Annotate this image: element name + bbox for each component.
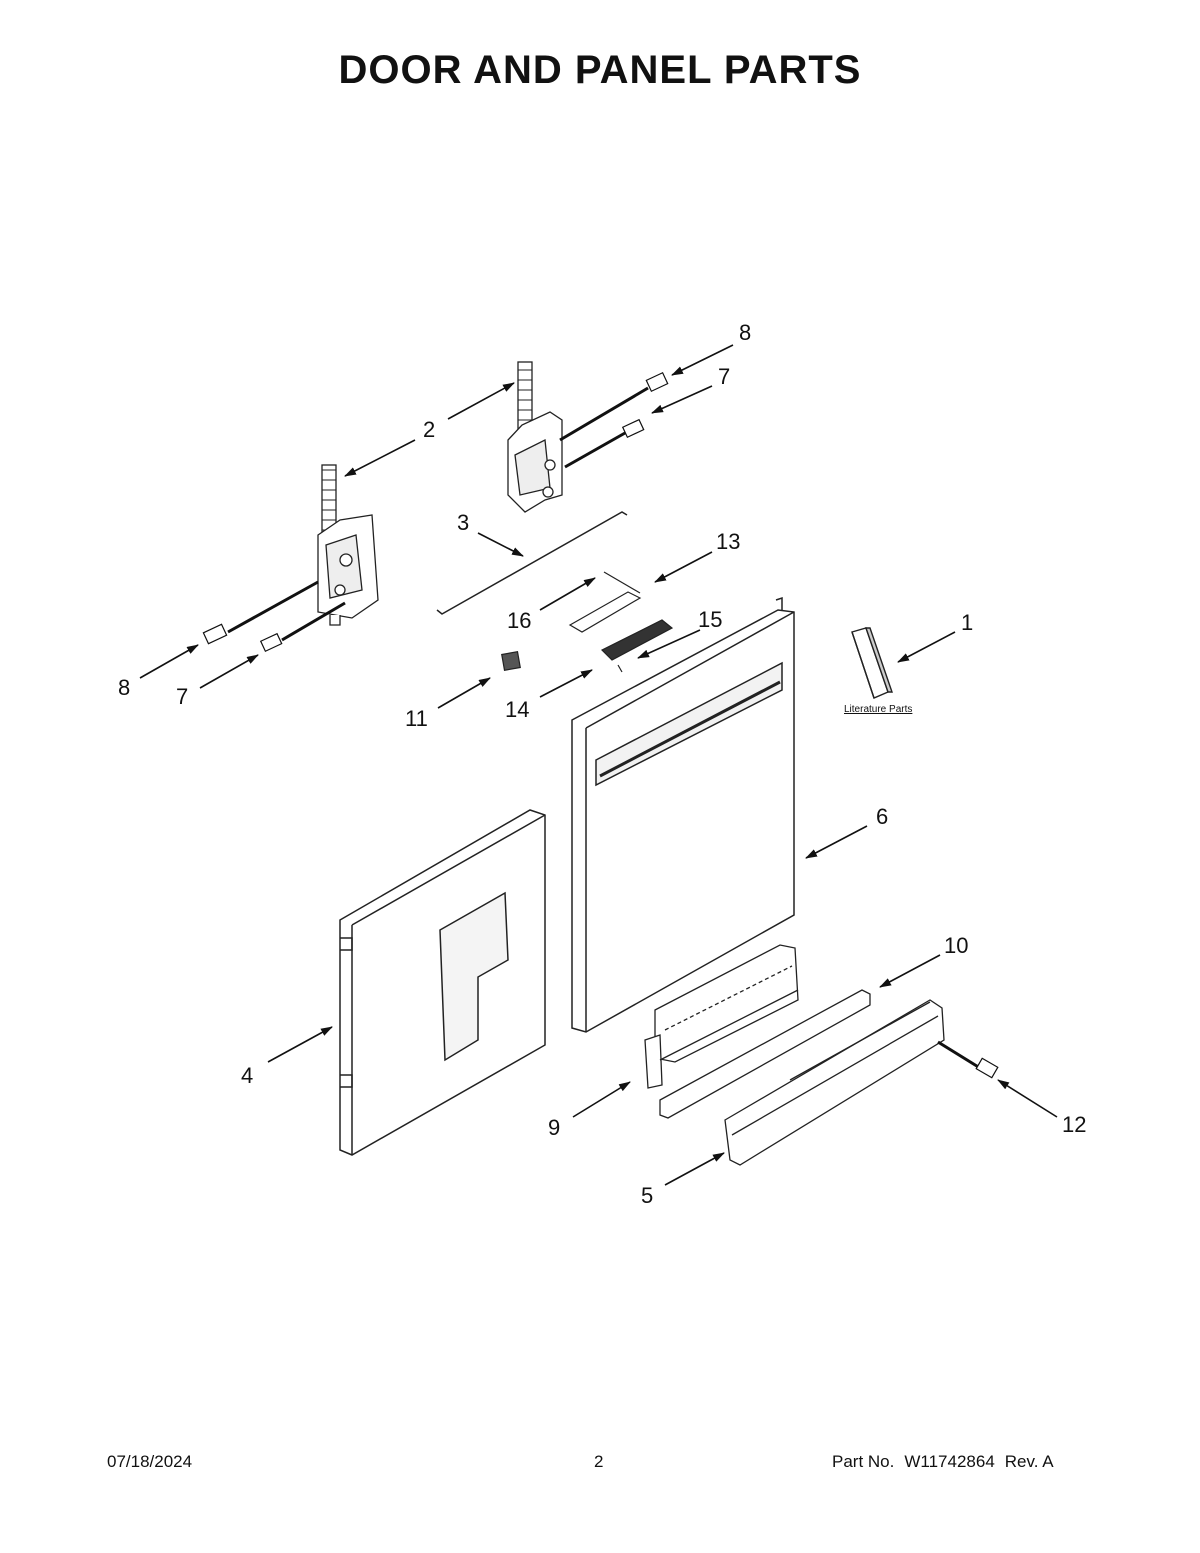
page-title: DOOR AND PANEL PARTS [338,48,862,92]
seal-strip [659,989,871,1119]
rod [436,511,628,615]
callout-4: 4 [241,1063,253,1088]
callout-5: 5 [641,1183,653,1208]
kick-screw [937,1040,999,1079]
footer-date: 07/18/2024 [107,1452,193,1471]
footer-part-number: Part No. W11742864 Rev. A [832,1452,1054,1472]
latch-parts [501,571,674,673]
callout-8-right: 8 [739,320,751,345]
callout-10: 10 [944,933,968,958]
callout-12: 12 [1062,1112,1086,1137]
right-screws [559,371,669,469]
callout-1: 1 [961,610,973,635]
door-panel [571,596,795,1033]
callout-9: 9 [548,1115,560,1140]
callout-leaders [139,344,1058,1186]
callout-15: 15 [698,607,722,632]
callout-6: 6 [876,804,888,829]
callout-7-left: 7 [176,684,188,709]
toe-bracket [644,944,799,1089]
callout-13: 13 [716,529,740,554]
right-hinge [507,361,563,513]
footer-part-value: W11742864 [904,1452,995,1471]
callout-16: 16 [507,608,531,633]
kick-plate [724,999,945,1166]
left-hinge [317,464,379,626]
footer-part-label: Part No. [832,1452,895,1471]
footer-revision: Rev. A [1004,1452,1054,1471]
literature-parts-label: Literature Parts [844,704,912,715]
callout-3: 3 [457,510,469,535]
callout-14: 14 [505,697,529,722]
inner-panel [339,809,546,1156]
literature-booklet [851,627,893,699]
footer-page-number: 2 [594,1452,604,1471]
callout-2: 2 [423,417,435,442]
callout-7-right: 7 [718,364,730,389]
left-screws [202,580,346,653]
callout-8-left: 8 [118,675,130,700]
callout-11: 11 [405,706,428,731]
